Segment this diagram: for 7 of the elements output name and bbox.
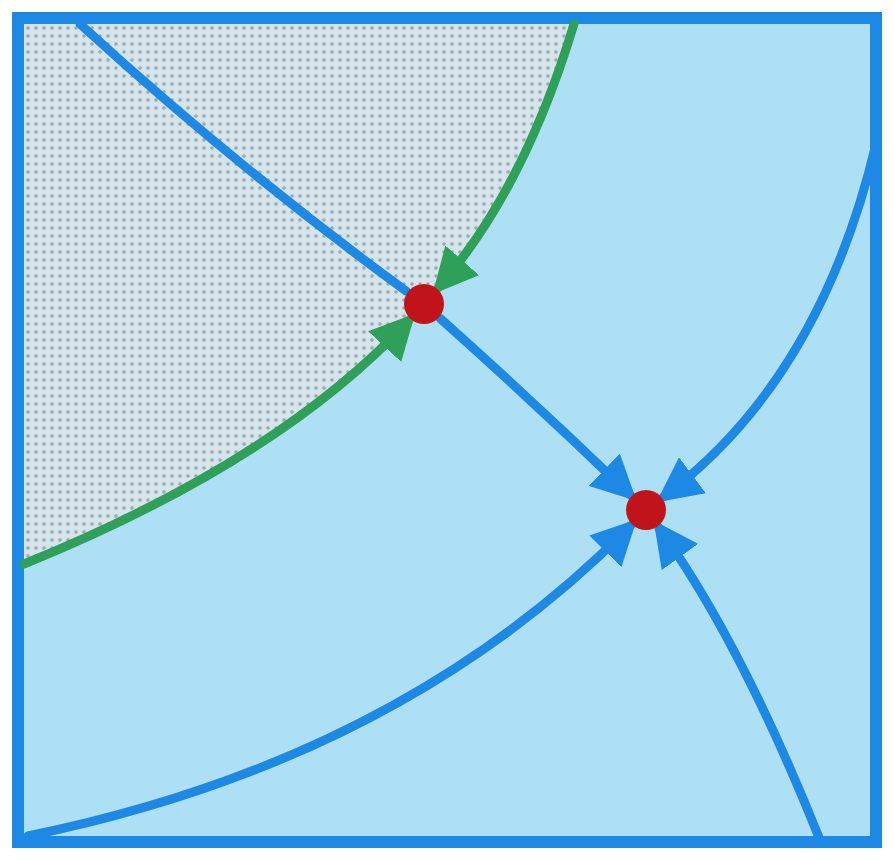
trajectory-arrow — [19, 313, 416, 569]
trajectory-arrow — [23, 519, 638, 841]
trajectory-arrow — [432, 19, 579, 295]
trajectory-arrow — [435, 314, 637, 501]
fixed-point-dot — [404, 284, 444, 324]
trajectory-line — [75, 19, 411, 296]
fixed-point-dot — [626, 490, 666, 530]
